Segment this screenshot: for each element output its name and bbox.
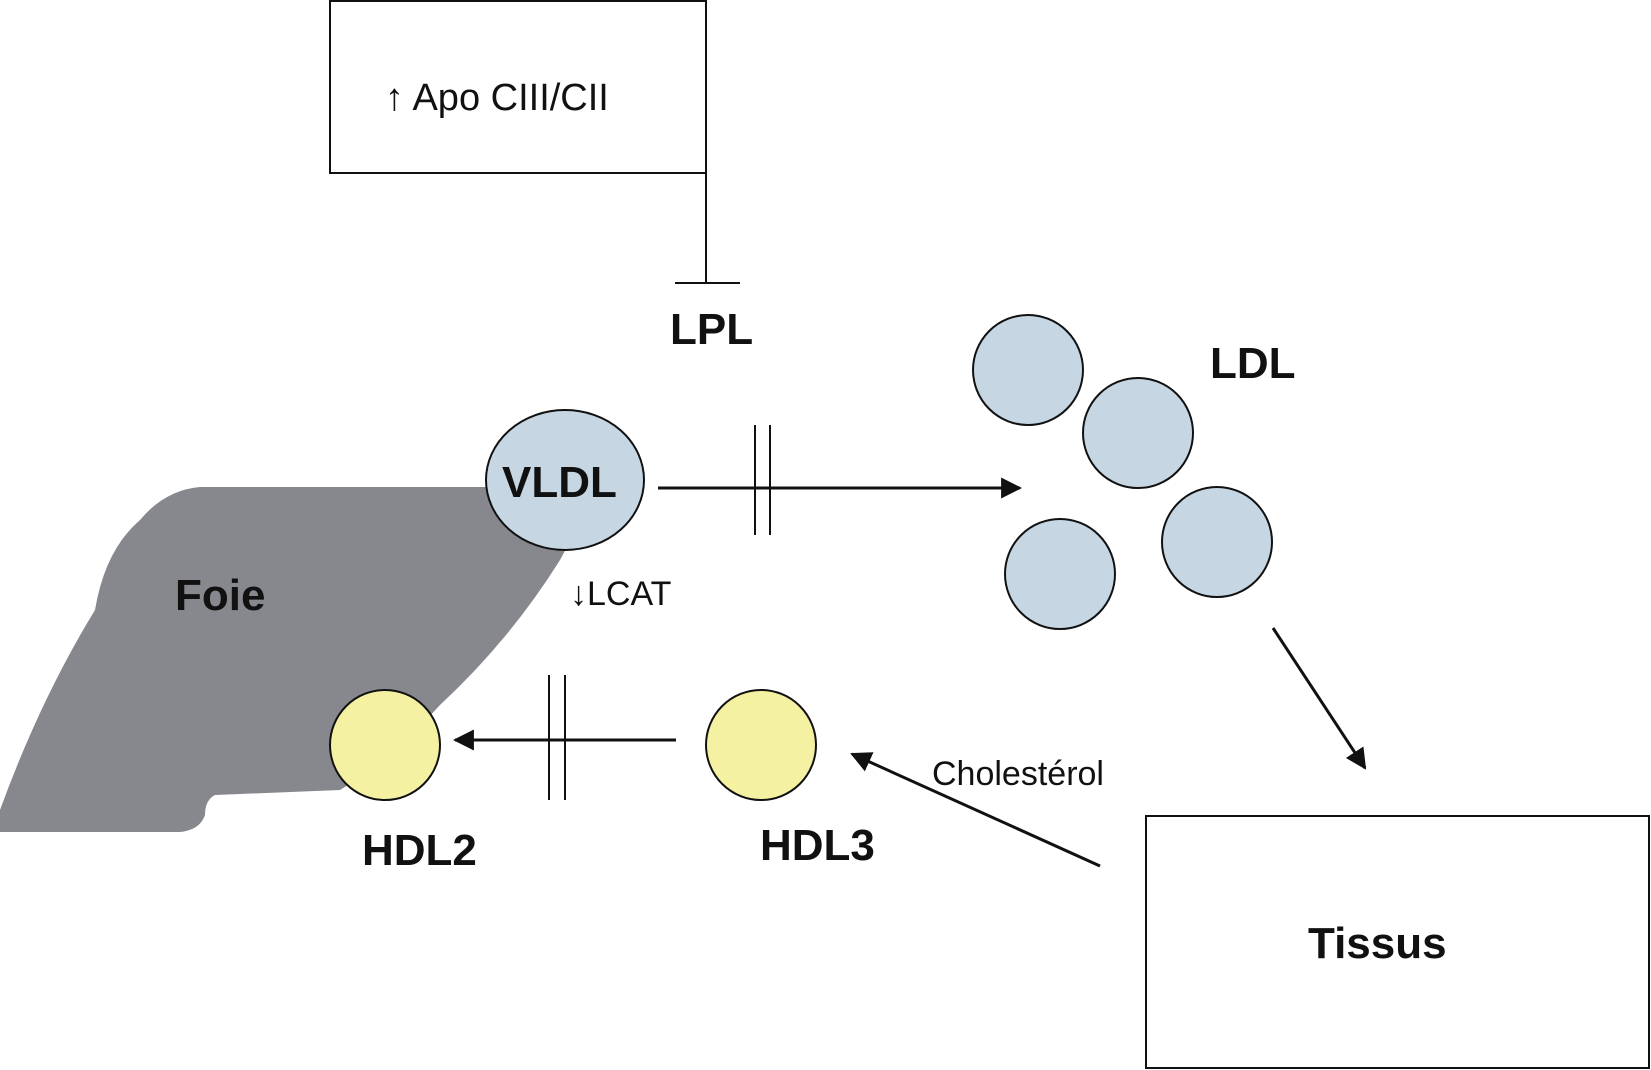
apo-ciii-cii-box [329,0,707,174]
ldl-particle [1082,377,1194,489]
lcat-label: ↓LCAT [570,575,671,613]
ldl-label: LDL [1210,339,1296,388]
hdl2-label: HDL2 [362,826,477,875]
cholesterol-efflux-arrow [850,752,1101,868]
ldl-particle [1004,518,1116,630]
liver-shape [0,487,574,832]
foie-label: Foie [175,571,265,620]
apo-ciii-cii-label: ↑ Apo CIII/CII [385,77,609,119]
vldl-particle [485,409,645,551]
ldl-particle [972,314,1084,426]
ldl-particle [1161,486,1273,598]
hdl2-particle [329,689,441,801]
vldl-label: VLDL [502,458,617,507]
hdl3-label: HDL3 [760,821,875,870]
hdl3-particle [705,689,817,801]
lpl-label: LPL [670,305,753,354]
tissus-box [1145,815,1650,1069]
cholesterol-label: Cholestérol [932,755,1104,793]
ldl-to-tissus-arrow [1271,627,1367,770]
tissus-label: Tissus [1308,919,1447,968]
